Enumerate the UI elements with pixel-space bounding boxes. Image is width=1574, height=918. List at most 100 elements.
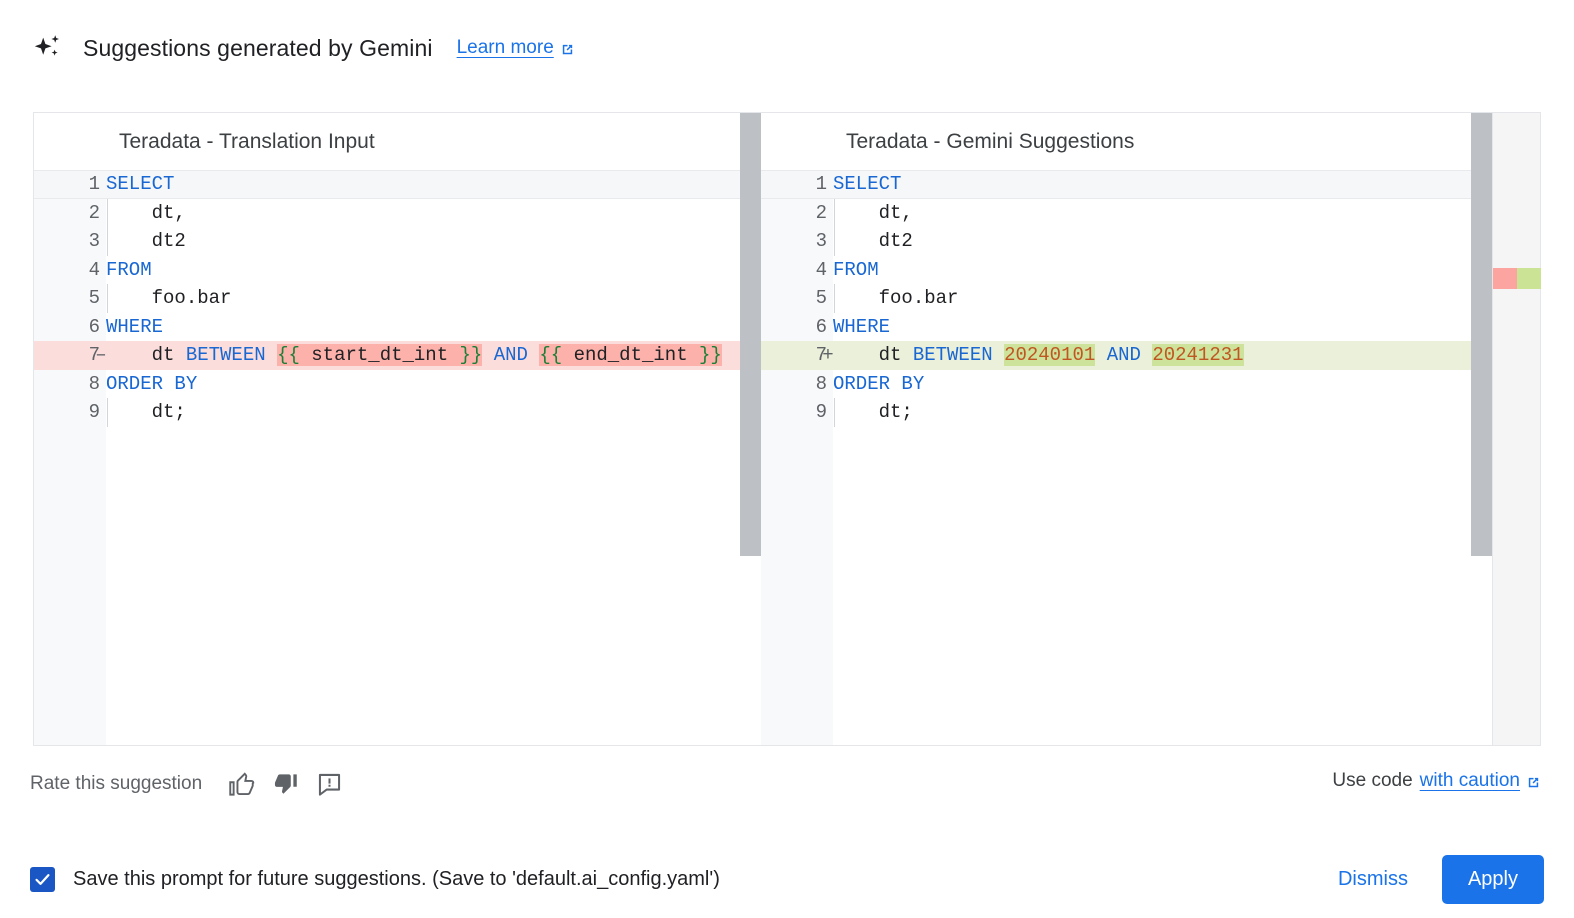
diff-highlight-token: 20241231 (1152, 344, 1243, 366)
panel-header: Suggestions generated by Gemini Learn mo… (30, 26, 575, 70)
code-token: WHERE (106, 316, 163, 338)
thumb-up-icon[interactable] (226, 769, 256, 799)
with-caution-label: with caution (1420, 770, 1520, 792)
with-caution-link[interactable]: with caution (1420, 770, 1541, 792)
code-token (1095, 344, 1106, 366)
footer-actions: Dismiss Apply (1320, 855, 1544, 904)
code-line: 2 dt, (34, 199, 761, 228)
code-line: 4FROM (761, 256, 1492, 285)
line-number: 2 (761, 199, 833, 228)
save-prompt-label: Save this prompt for future suggestions.… (73, 868, 720, 891)
scrollbar-thumb[interactable] (740, 113, 761, 556)
overview-marker-added[interactable] (1517, 268, 1541, 289)
code-token: dt (833, 344, 913, 366)
diff-highlight-token: 20240101 (1004, 344, 1095, 366)
code-token: ORDER BY (833, 373, 924, 395)
line-number: 6 (761, 313, 833, 342)
code-token: AND (1107, 344, 1141, 366)
code-token: dt2 (106, 230, 186, 252)
code-line: 7– dt BETWEEN {{ start_dt_int }} AND {{ … (34, 341, 761, 370)
line-number: 9 (761, 398, 833, 427)
dismiss-button[interactable]: Dismiss (1320, 856, 1426, 903)
diff-highlight-token: {{ (539, 344, 562, 366)
scrollbar-thumb[interactable] (1471, 113, 1492, 556)
code-token: FROM (106, 259, 152, 281)
code-line-text: ORDER BY (106, 370, 761, 399)
line-number: 1 (761, 170, 833, 199)
learn-more-link[interactable]: Learn more (457, 37, 575, 59)
code-line-text: FROM (833, 256, 1492, 285)
code-line: 9 dt; (34, 398, 761, 427)
code-line-text: dt BETWEEN 20240101 AND 20241231 (833, 341, 1492, 370)
thumb-down-icon[interactable] (270, 769, 300, 799)
code-line: 3 dt2 (761, 227, 1492, 256)
pane-title-input: Teradata - Translation Input (34, 113, 761, 170)
line-number: 5 (34, 284, 106, 313)
line-number: 3 (761, 227, 833, 256)
code-token: foo.bar (833, 287, 958, 309)
code-line-text: WHERE (106, 313, 761, 342)
page-title: Suggestions generated by Gemini (83, 35, 433, 62)
code-line: 8ORDER BY (761, 370, 1492, 399)
rate-suggestion-row: Rate this suggestion (30, 768, 358, 800)
apply-button[interactable]: Apply (1442, 855, 1544, 904)
diff-highlight-token: end_dt_int (562, 344, 699, 366)
code-line-text: dt BETWEEN {{ start_dt_int }} AND {{ end… (106, 341, 761, 370)
code-line-text: foo.bar (833, 284, 1492, 313)
code-token (482, 344, 493, 366)
line-number: 1 (34, 170, 106, 199)
line-number: 3 (34, 227, 106, 256)
diff-highlight-token: }} (699, 344, 722, 366)
code-token (528, 344, 539, 366)
code-token: WHERE (833, 316, 890, 338)
code-line: 9 dt; (761, 398, 1492, 427)
overview-marker-removed[interactable] (1493, 268, 1517, 289)
line-number: 6 (34, 313, 106, 342)
code-token (993, 344, 1004, 366)
external-link-icon (560, 41, 575, 56)
code-line: 4FROM (34, 256, 761, 285)
code-area-input[interactable]: 1SELECT2 dt,3 dt24FROM5 foo.bar6WHERE7– … (34, 170, 761, 745)
code-line: 5 foo.bar (34, 284, 761, 313)
save-prompt-checkbox[interactable] (30, 867, 55, 892)
diff-sign: – (94, 341, 108, 370)
line-number: 4 (34, 256, 106, 285)
code-line: 6WHERE (761, 313, 1492, 342)
code-line-text: dt, (106, 199, 761, 228)
code-line: 2 dt, (761, 199, 1492, 228)
use-code-notice: Use code with caution (1332, 770, 1541, 792)
line-number: 8 (34, 370, 106, 399)
line-number: 9 (34, 398, 106, 427)
code-token: BETWEEN (913, 344, 993, 366)
vertical-scrollbar-suggestions[interactable] (1471, 113, 1492, 745)
code-token: dt; (106, 401, 186, 423)
diff-sign: + (821, 341, 835, 370)
report-feedback-icon[interactable] (314, 769, 344, 799)
code-line-text: dt; (833, 398, 1492, 427)
code-token: dt (106, 344, 186, 366)
code-line-text: ORDER BY (833, 370, 1492, 399)
diff-highlight-token: {{ (277, 344, 300, 366)
line-number: 7+ (761, 341, 833, 370)
line-number: 4 (761, 256, 833, 285)
external-link-icon (1526, 774, 1541, 789)
use-code-prefix: Use code (1332, 770, 1412, 792)
diff-viewer: Teradata - Translation Input 1SELECT2 dt… (33, 112, 1541, 746)
diff-pane-input: Teradata - Translation Input 1SELECT2 dt… (34, 113, 761, 745)
code-line-text: SELECT (106, 170, 761, 199)
code-token (1141, 344, 1152, 366)
code-token: SELECT (106, 173, 174, 195)
code-line-text: WHERE (833, 313, 1492, 342)
diff-overview-ruler[interactable] (1492, 113, 1540, 745)
diff-highlight-token: }} (460, 344, 483, 366)
learn-more-label: Learn more (457, 37, 554, 59)
code-line: 1SELECT (34, 170, 761, 199)
code-token: foo.bar (106, 287, 231, 309)
code-area-suggestions[interactable]: 1SELECT2 dt,3 dt24FROM5 foo.bar6WHERE7+ … (761, 170, 1492, 745)
code-token: dt, (106, 202, 186, 224)
code-token: FROM (833, 259, 879, 281)
vertical-scrollbar-input[interactable] (740, 113, 761, 745)
pane-title-suggestions: Teradata - Gemini Suggestions (761, 113, 1492, 170)
code-line: 3 dt2 (34, 227, 761, 256)
